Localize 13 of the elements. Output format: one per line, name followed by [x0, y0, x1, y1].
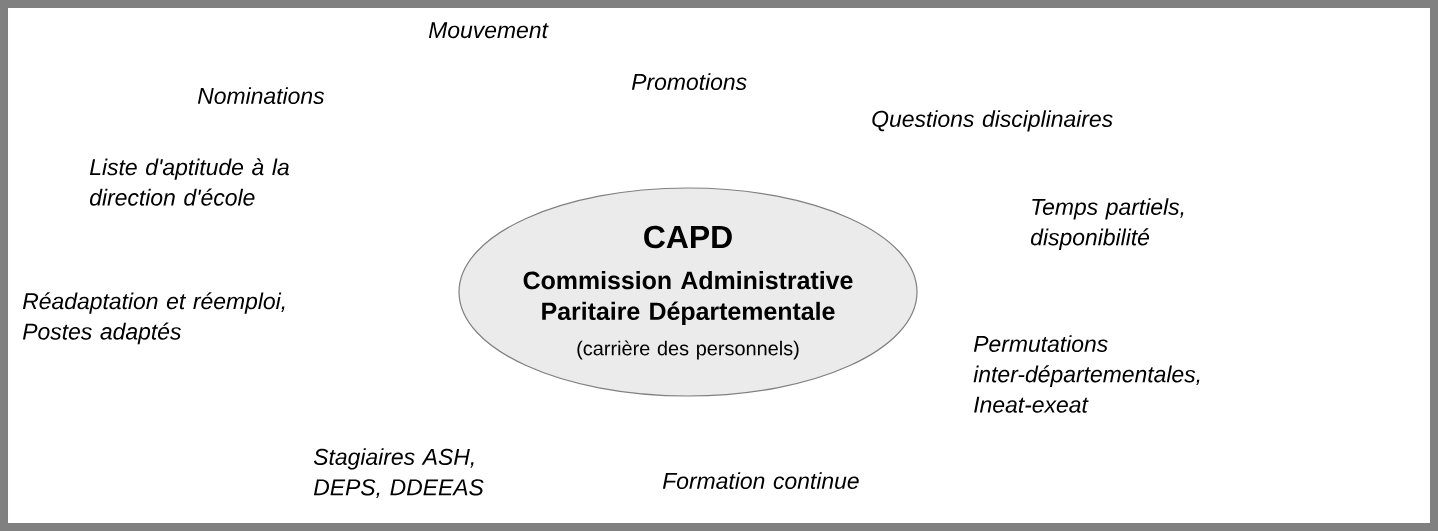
topic-label: Temps partiels, disponibilité	[1030, 198, 1184, 250]
topic-label: Nominations	[197, 87, 325, 104]
topic-label: Promotions	[631, 73, 747, 90]
topic-label: Liste d'aptitude à la direction d'école	[89, 158, 289, 206]
topic-label: Réadaptation et réemploi, Postes adaptés	[22, 292, 285, 345]
topic-label: Mouvement	[428, 22, 549, 39]
topic-label: Permutations inter-départementales, Ineat-exeat	[973, 335, 1200, 413]
node-text: Commission Administrative Paritaire Départementale	[523, 270, 853, 326]
node-title: CAPD	[644, 225, 732, 249]
topic-label: Questions disciplinaires	[872, 110, 1113, 132]
node-caption: (carrière des personnels)	[577, 340, 799, 360]
topic-label: Stagiaires ASH, DEPS, DDEEAS	[313, 448, 484, 499]
topic-label: Formation continue	[662, 472, 859, 489]
